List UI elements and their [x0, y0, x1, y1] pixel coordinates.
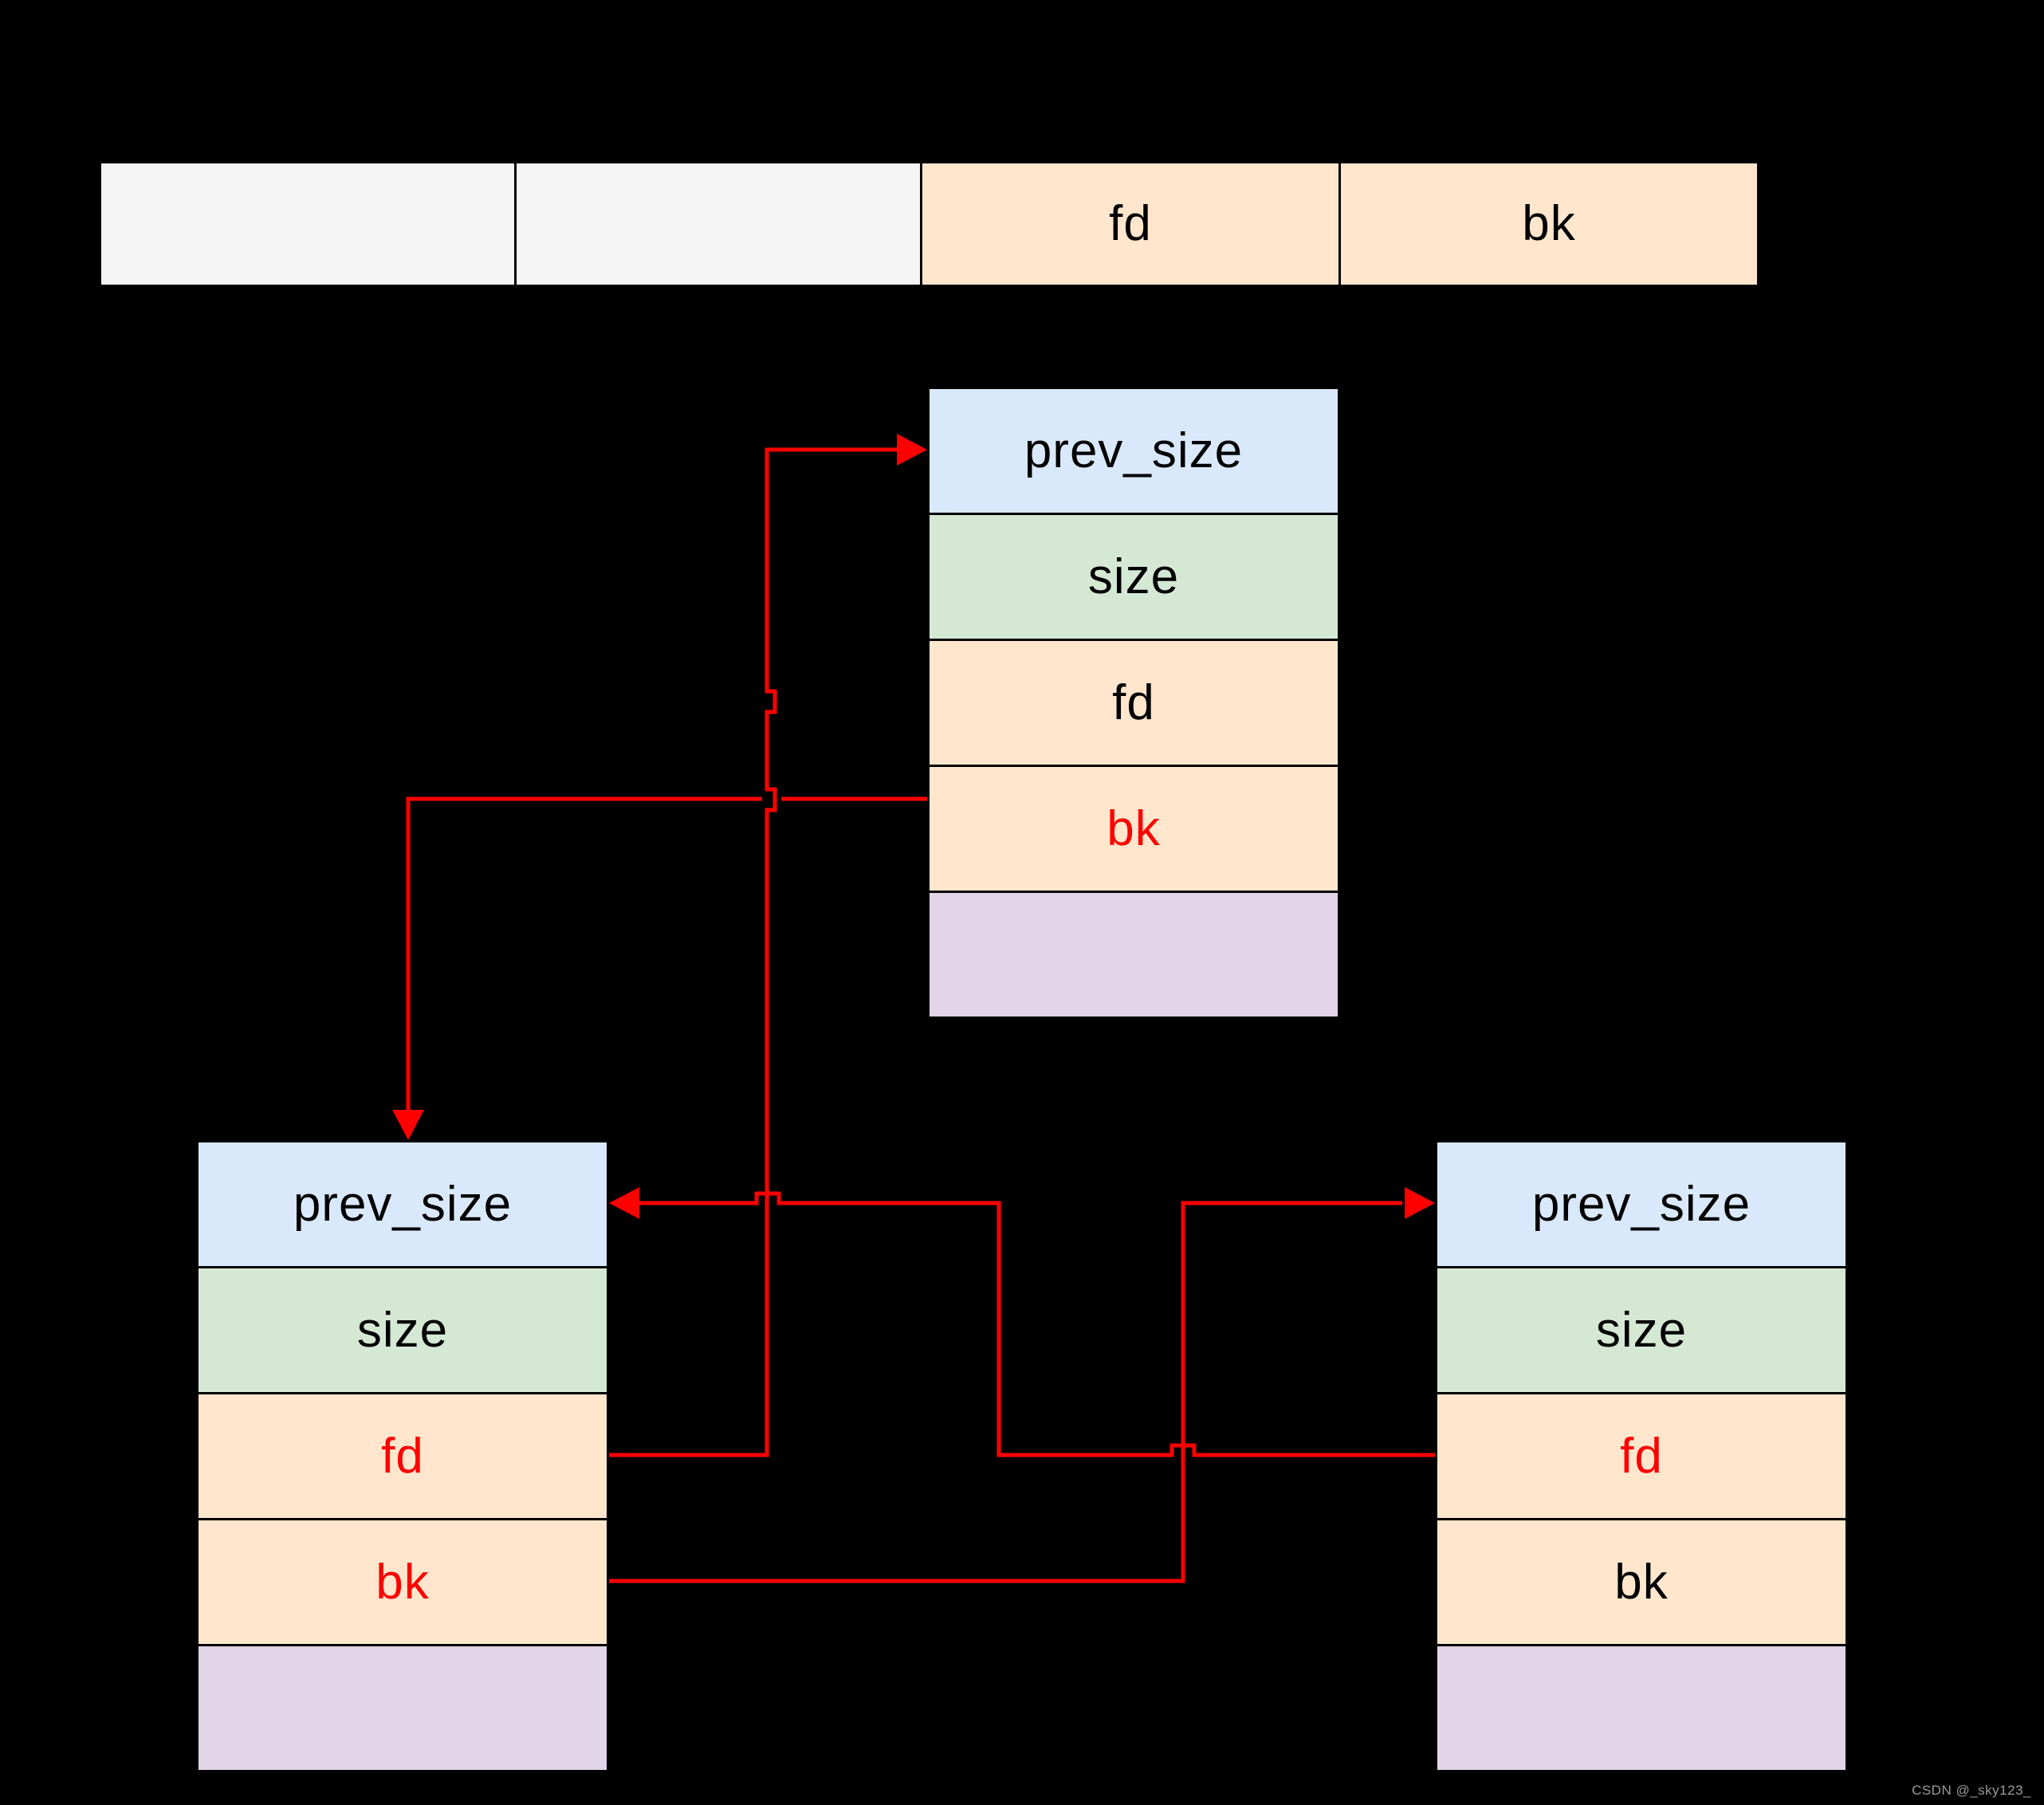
bottom-right-chunk: prev_size size fd bk — [1435, 1140, 1848, 1772]
bin-header-fd-cell: fd — [920, 161, 1341, 287]
bin-header-cell-2 — [514, 161, 922, 287]
bottom-right-chunk-size-row: size — [1435, 1266, 1848, 1394]
bottom-left-chunk-data-row — [196, 1644, 609, 1772]
middle-chunk-bk-row: bk — [927, 765, 1340, 893]
bin-header-cell-1 — [99, 161, 517, 287]
middle-chunk-size-row: size — [927, 513, 1340, 641]
bottom-left-chunk-fd-row: fd — [196, 1392, 609, 1520]
bottom-left-chunk-size-row: size — [196, 1266, 609, 1394]
bottom-left-chunk-prev-size-row: prev_size — [196, 1140, 609, 1268]
bottom-left-chunk-bk-row: bk — [196, 1518, 609, 1646]
bottom-left-fd-arrow — [609, 434, 927, 1457]
middle-chunk-prev-size-row: prev_size — [927, 387, 1340, 515]
middle-chunk: prev_size size fd bk — [927, 387, 1340, 1019]
bottom-left-bk-arrow — [609, 1187, 1435, 1583]
middle-chunk-data-row — [927, 891, 1340, 1019]
watermark: CSDN @_sky123_ — [1912, 1783, 2031, 1798]
middle-chunk-fd-row: fd — [927, 639, 1340, 767]
bottom-right-fd-arrow — [609, 1187, 1435, 1457]
bottom-left-chunk: prev_size size fd bk — [196, 1140, 609, 1772]
bottom-right-chunk-bk-row: bk — [1435, 1518, 1848, 1646]
bottom-right-chunk-fd-row: fd — [1435, 1392, 1848, 1520]
bottom-right-chunk-data-row — [1435, 1644, 1848, 1772]
bottom-right-chunk-prev-size-row: prev_size — [1435, 1140, 1848, 1268]
bin-header-row: fd bk — [99, 161, 1759, 287]
bin-header-bk-cell: bk — [1338, 161, 1759, 287]
middle-bk-arrow — [392, 796, 927, 1140]
